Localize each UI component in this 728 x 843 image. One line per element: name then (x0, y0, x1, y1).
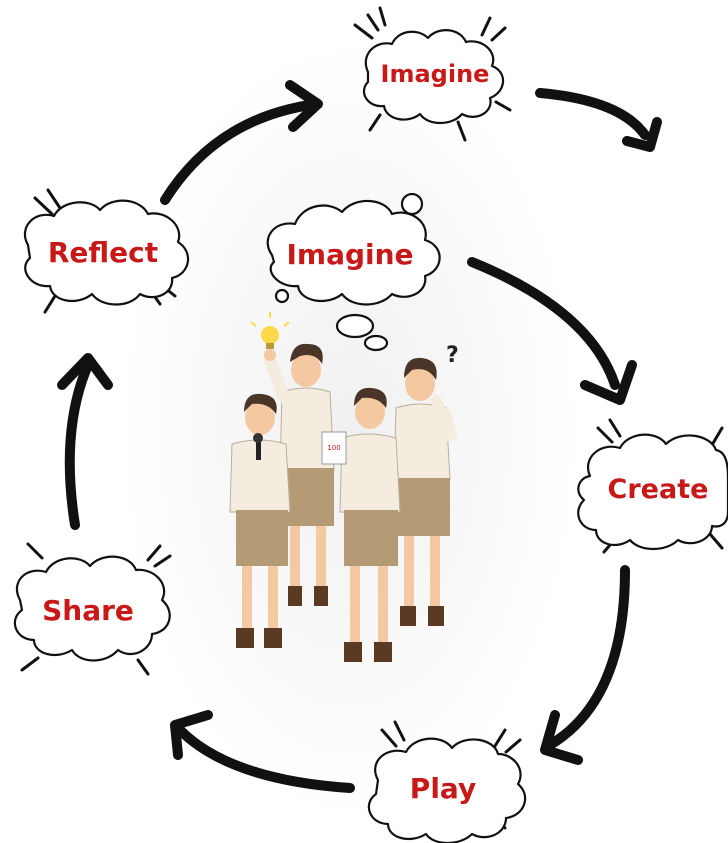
cloud-imagine (353, 6, 512, 142)
cloud-share (13, 542, 172, 676)
arrow-create-to-play (540, 565, 630, 765)
student-microphone (229, 393, 291, 648)
arrow-play-to-share (170, 710, 355, 793)
arrow-center-to-create (467, 257, 637, 405)
cloud-center-imagine (266, 192, 441, 352)
arrow-share-to-reflect (57, 353, 113, 530)
step-label-play: Play (410, 772, 476, 805)
center-label-imagine: Imagine (286, 238, 413, 271)
question-mark: ? (446, 343, 459, 368)
students-illustration: ? 100 (229, 312, 459, 662)
arrow-imagine-to-create (535, 88, 662, 152)
student-thinking: ? (393, 343, 459, 626)
step-label-share: Share (42, 594, 134, 627)
cloud-reflect (23, 188, 189, 314)
student-pointing (264, 343, 335, 606)
step-label-reflect: Reflect (48, 236, 158, 269)
paper-score: 100 (327, 444, 340, 452)
cloud-create (577, 418, 728, 554)
arrow-reflect-to-imagine (160, 80, 323, 205)
cloud-play (367, 720, 527, 843)
student-paper: 100 (321, 387, 401, 662)
lightbulb-icon (250, 312, 290, 349)
step-label-imagine: Imagine (381, 60, 490, 88)
step-label-create: Create (608, 474, 709, 505)
background-glow (120, 40, 580, 820)
